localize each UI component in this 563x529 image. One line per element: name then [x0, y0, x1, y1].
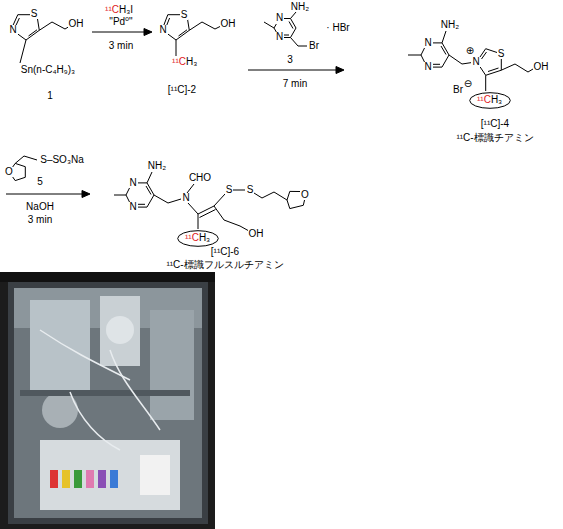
scheme-label: 7 min	[282, 79, 308, 90]
scheme-label: N	[423, 62, 432, 73]
scheme-label: CHO	[188, 173, 212, 184]
scheme-label: OH	[248, 229, 265, 240]
compound-6-bonds	[114, 172, 305, 231]
compound-4-bonds	[408, 31, 533, 91]
scheme-label: Br	[308, 41, 320, 52]
scheme-label: 3 min	[108, 41, 134, 52]
compound-2-bonds	[164, 15, 222, 56]
scheme-label: O	[300, 190, 310, 201]
scheme-label: S–SO₃Na	[39, 155, 85, 166]
scheme-label: S	[497, 49, 506, 60]
scheme-label: 3 min	[27, 215, 53, 226]
scheme-label: NaOH	[25, 202, 55, 213]
ellipse-shape	[178, 230, 219, 246]
label-text: ¹¹C	[185, 232, 199, 243]
scheme-label: N	[275, 32, 284, 43]
lab-photo	[0, 272, 215, 529]
scheme-label: OH	[220, 19, 237, 30]
scheme-label: "Pd⁰"	[108, 17, 133, 28]
scheme-label: OH	[68, 19, 85, 30]
arrow-3	[6, 191, 90, 198]
ellipse-shape	[470, 92, 511, 108]
scheme-label: N	[275, 13, 284, 24]
scheme-label: OH	[533, 62, 550, 73]
arrow-2	[248, 67, 344, 74]
scheme-label: N	[8, 25, 17, 36]
scheme-label: 1	[46, 91, 54, 102]
label-text: H₃	[491, 94, 502, 105]
scheme-label: Sn(n-C₄H₉)₃	[20, 65, 76, 76]
scheme-label: 3	[286, 55, 294, 66]
scheme-label: · HBr	[325, 23, 350, 34]
scheme-label: O	[4, 167, 14, 178]
scheme-label: [¹¹C]-4	[480, 119, 510, 130]
circled-label: ¹¹CH₃	[469, 92, 511, 109]
scheme-label: S	[180, 10, 189, 21]
circled-label: ¹¹CH₃	[177, 230, 219, 247]
reagent-3-bonds	[264, 12, 307, 46]
arrow-1	[92, 29, 152, 36]
scheme-label: ¹¹C	[171, 57, 187, 68]
label-text: ¹¹C	[477, 94, 491, 105]
lab-photo-tubes	[40, 330, 160, 450]
scheme-label: N	[128, 178, 137, 189]
scheme-label: H₃I	[118, 5, 134, 16]
reagent-5-bonds	[12, 156, 37, 181]
label-text: H₃	[199, 232, 210, 243]
scheme-label: S	[246, 185, 255, 196]
scheme-label: ⊖	[463, 79, 473, 90]
scheme-label: N	[423, 38, 432, 49]
scheme-label: ⊕	[465, 46, 475, 57]
scheme-label: Br	[452, 85, 464, 96]
scheme-label: NH₂	[147, 161, 167, 172]
scheme-label: N	[128, 202, 137, 213]
compound-1-bonds	[13, 15, 70, 63]
scheme-label: S	[225, 185, 234, 196]
scheme-label: NH₂	[440, 20, 460, 31]
scheme-label: [¹¹C]-6	[210, 247, 240, 258]
scheme-label: 5	[36, 177, 44, 188]
scheme-label: NH₂	[290, 2, 310, 13]
scheme-label: N	[181, 193, 190, 204]
scheme-label: ¹¹C-標識フルスルチアミン	[165, 260, 284, 271]
scheme-label: [¹¹C]-2	[167, 85, 197, 96]
scheme-label: ¹¹C-標識チアミン	[455, 133, 534, 144]
scheme-label: S	[30, 9, 39, 20]
scheme-label: N	[158, 25, 167, 36]
scheme-label: ¹¹C	[104, 5, 120, 16]
scheme-label: N	[471, 57, 480, 68]
scheme-label: H₃	[185, 57, 198, 68]
